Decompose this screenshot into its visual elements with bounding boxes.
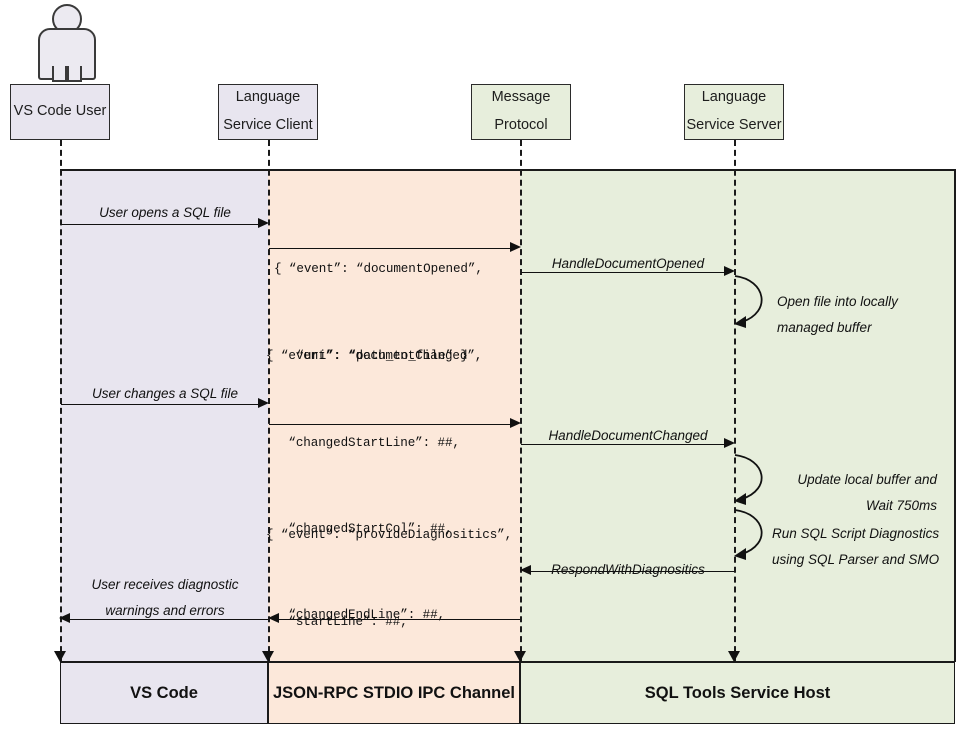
participant-language-service-server-line1: Language bbox=[701, 89, 767, 106]
participant-message-protocol-line2: Protocol bbox=[494, 117, 548, 133]
message-line-respond-with-diagnositics bbox=[531, 571, 734, 572]
message-label-user-changes-file: User changes a SQL file bbox=[91, 386, 239, 401]
footer-ipc-channel[interactable]: JSON-RPC STDIO IPC Channel bbox=[268, 662, 520, 724]
payload-document-opened-line-1: { “event”: “documentOpened”, bbox=[274, 262, 483, 277]
message-arrowhead-user-opens-file bbox=[258, 218, 269, 228]
note-open-file-line2: managed buffer bbox=[777, 320, 872, 336]
payload-provide-diagnositics-line-2: “startLine”: ##, bbox=[266, 614, 408, 629]
message-line-handle-document-opened bbox=[521, 272, 725, 273]
person-icon bbox=[34, 4, 96, 82]
message-line-client-to-protocol-opened bbox=[269, 248, 512, 249]
lifeline-language-service-server bbox=[734, 140, 736, 662]
lifeline-language-service-client bbox=[268, 140, 270, 662]
note-update-buffer-line1: Update local buffer and bbox=[797, 472, 937, 487]
participant-language-service-client-line1: Language bbox=[235, 89, 301, 106]
message-arrowhead-client-to-protocol-opened bbox=[510, 242, 521, 252]
message-label-user-receives-diagnostics-line1: User receives diagnostic bbox=[91, 577, 239, 592]
participant-language-service-server-line2: Service Server bbox=[686, 117, 782, 133]
self-call-update-buffer-icon bbox=[734, 454, 763, 505]
message-label-respond-with-diagnositics: RespondWithDiagnositics bbox=[551, 562, 705, 577]
note-update-buffer: Update local buffer and Wait 750ms bbox=[777, 467, 937, 520]
payload-provide-diagnositics-line-1: { “event”: “provideDiagnositics”, bbox=[266, 528, 513, 543]
lifeline-terminator-language-service-client bbox=[262, 651, 274, 662]
band-service-host bbox=[520, 170, 955, 662]
lifeline-terminator-vs-code-user bbox=[54, 651, 66, 662]
message-arrowhead-user-receives-diagnostics bbox=[59, 613, 70, 623]
footer-service-host-label: SQL Tools Service Host bbox=[644, 683, 831, 702]
participant-message-protocol[interactable]: Message Protocol bbox=[471, 84, 571, 140]
note-open-file-line1: Open file into locally bbox=[777, 294, 898, 309]
self-call-run-diagnostics-icon bbox=[734, 509, 763, 560]
message-line-user-opens-file bbox=[61, 224, 259, 225]
lifeline-vs-code-user bbox=[60, 140, 62, 662]
band-ipc-channel bbox=[268, 170, 520, 662]
participant-language-service-client-line2: Service Client bbox=[223, 117, 313, 133]
message-label-user-receives-diagnostics: User receives diagnostic warnings and er… bbox=[62, 572, 268, 625]
participant-vs-code-user[interactable]: VS Code User bbox=[10, 84, 110, 140]
lifeline-message-protocol bbox=[520, 140, 522, 662]
participant-language-service-server[interactable]: Language Service Server bbox=[684, 84, 784, 140]
payload-document-changed-line-3: “changedStartCol”: ##, bbox=[266, 521, 453, 536]
band-vs-code bbox=[60, 170, 268, 662]
payload-document-opened-line-2: “uri”: “path_to_file” } bbox=[274, 348, 468, 363]
message-arrowhead-client-to-protocol-changed bbox=[510, 418, 521, 428]
message-line-user-changes-file bbox=[61, 404, 259, 405]
message-line-protocol-to-client-diagnostics bbox=[279, 619, 520, 620]
note-run-diagnostics: Run SQL Script Diagnostics using SQL Par… bbox=[772, 521, 939, 574]
footer-vs-code[interactable]: VS Code bbox=[60, 662, 268, 724]
message-label-user-receives-diagnostics-line2: warnings and errors bbox=[105, 603, 225, 619]
participant-vs-code-user-line1: VS Code User bbox=[13, 103, 107, 120]
message-arrowhead-protocol-to-client-diagnostics bbox=[268, 613, 279, 623]
message-label-user-opens-file: User opens a SQL file bbox=[99, 205, 231, 220]
lifeline-terminator-language-service-server bbox=[728, 651, 740, 662]
participant-language-service-client[interactable]: Language Service Client bbox=[218, 84, 318, 140]
message-line-user-receives-diagnostics bbox=[70, 619, 268, 620]
payload-document-opened: { “event”: “documentOpened”, “uri”: “pat… bbox=[274, 198, 483, 428]
footer-service-host[interactable]: SQL Tools Service Host bbox=[520, 662, 955, 724]
note-open-file: Open file into locally managed buffer bbox=[777, 289, 898, 342]
note-run-diagnostics-line2: using SQL Parser and SMO bbox=[772, 552, 940, 568]
payload-document-changed-line-4: “changedEndLine”: ##, bbox=[266, 607, 445, 622]
lifeline-terminator-message-protocol bbox=[514, 651, 526, 662]
footer-vs-code-label: VS Code bbox=[130, 683, 198, 702]
message-line-handle-document-changed bbox=[521, 444, 725, 445]
message-arrowhead-respond-with-diagnositics bbox=[520, 565, 531, 575]
message-arrowhead-handle-document-changed bbox=[724, 438, 735, 448]
message-label-handle-document-opened: HandleDocumentOpened bbox=[551, 256, 705, 271]
payload-document-changed-line-2: “changedStartLine”: ##, bbox=[266, 435, 460, 450]
message-label-handle-document-changed: HandleDocumentChanged bbox=[548, 428, 708, 443]
band-right-border bbox=[954, 169, 956, 662]
footer-ipc-channel-label: JSON-RPC STDIO IPC Channel bbox=[272, 683, 516, 702]
person-torso-fill bbox=[41, 52, 89, 66]
message-line-client-to-protocol-changed bbox=[269, 424, 512, 425]
band-top-border bbox=[60, 169, 955, 171]
self-call-open-file-icon bbox=[734, 275, 763, 328]
note-update-buffer-line2: Wait 750ms bbox=[865, 498, 937, 514]
message-arrowhead-user-changes-file bbox=[258, 398, 269, 408]
note-run-diagnostics-line1: Run SQL Script Diagnostics bbox=[772, 526, 940, 541]
participant-message-protocol-line1: Message bbox=[491, 89, 551, 106]
payload-document-changed-line-1: { “event”: “documentChanged”, bbox=[266, 349, 483, 364]
message-arrowhead-handle-document-opened bbox=[724, 266, 735, 276]
